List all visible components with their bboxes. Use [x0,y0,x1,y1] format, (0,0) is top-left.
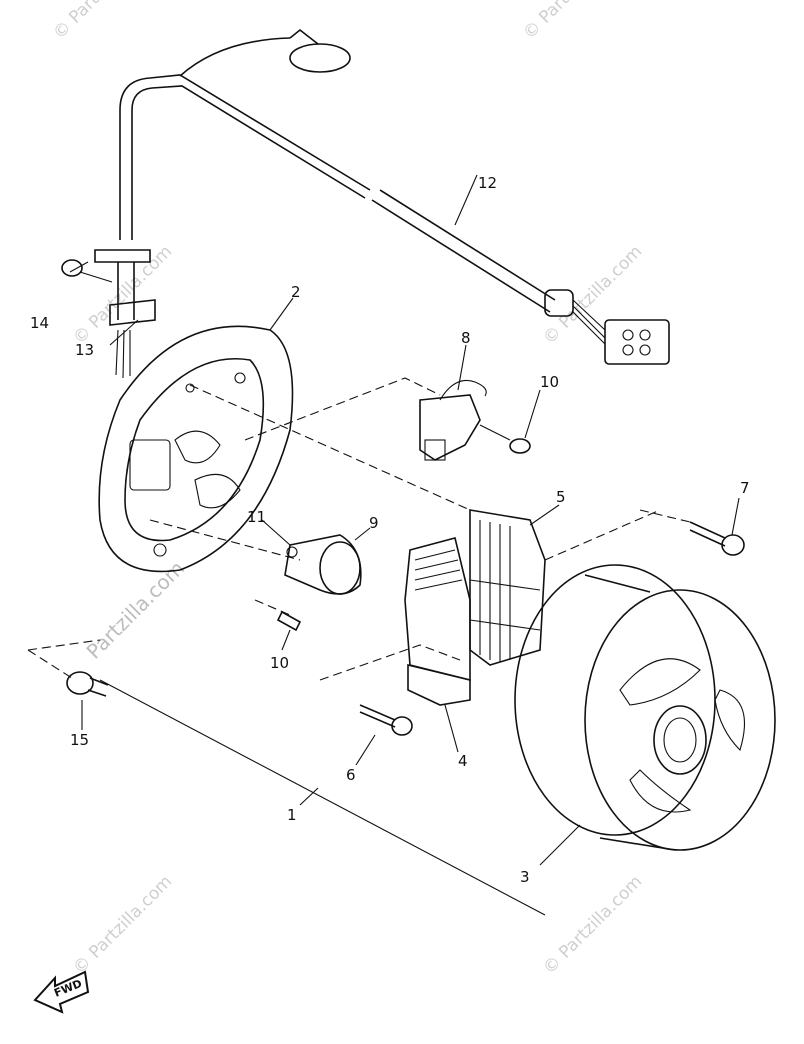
part-labels: 1 2 3 4 5 6 7 8 9 10 10 11 12 13 14 15 [30,174,750,886]
part-label-10-upper: 10 [540,373,559,391]
part-label-1: 1 [287,806,297,824]
part-label-3: 3 [520,868,530,886]
watermark: © Partzilla.com [49,0,156,44]
part-label-2: 2 [291,283,301,301]
wire-clamp [94,249,156,379]
stator-plate [98,325,294,573]
watermark: © Partzilla.com [519,0,626,44]
assembly-lines [27,377,691,916]
part-label-6: 6 [346,766,356,784]
watermark-main: Partzilla.com [82,556,189,663]
screw-6 [359,704,413,736]
condenser [284,534,362,595]
part-label-14: 14 [30,314,49,332]
forward-arrow-icon: FWD [33,970,90,1014]
pickup-coil [419,379,487,461]
screw-10-upper [479,424,531,454]
part-label-12: 12 [478,174,497,192]
part-label-15: 15 [70,731,89,749]
part-label-11: 11 [247,508,266,526]
watermark: © Partzilla.com [539,872,646,979]
watermark: © Partzilla.com [69,242,176,349]
screw-10-lower [276,610,302,632]
part-label-7: 7 [740,479,750,497]
watermark: © Partzilla.com [69,872,176,979]
screw-14 [61,259,113,283]
part-label-10-lower: 10 [270,654,289,672]
part-label-13: 13 [75,341,94,359]
part-label-4: 4 [458,752,468,770]
screw-7 [689,521,745,556]
part-label-8: 8 [461,329,471,347]
leader-lines [69,174,740,866]
flywheel-rotor [514,564,776,851]
source-coil [404,537,471,706]
screw-15 [66,671,109,697]
wire-harness [119,28,670,365]
part-label-9: 9 [369,514,379,532]
lighting-coil [469,509,546,666]
part-label-5: 5 [556,488,566,506]
